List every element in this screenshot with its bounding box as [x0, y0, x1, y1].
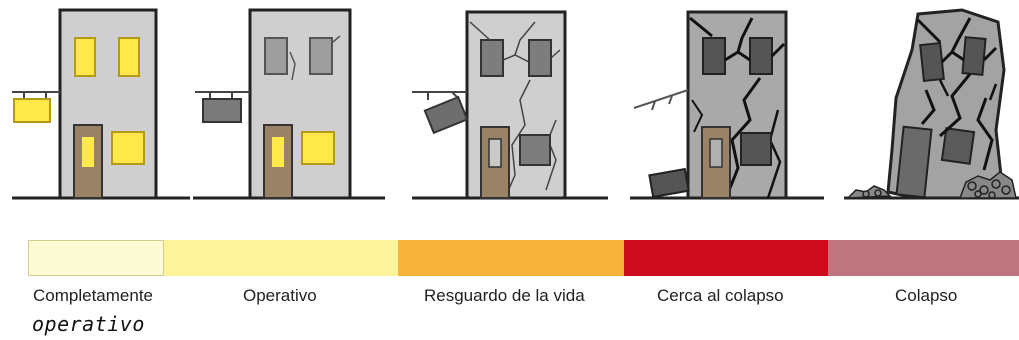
level-label-life-safety: Resguardo de la vida	[424, 286, 585, 305]
building-operational	[195, 8, 352, 200]
window	[519, 134, 551, 166]
level-label-fully-operational-line2: operativo	[32, 312, 145, 336]
building-fully-operational	[12, 8, 158, 200]
window	[919, 41, 945, 83]
window	[480, 39, 504, 77]
window	[264, 37, 288, 75]
door	[895, 125, 933, 199]
fallen-sign	[648, 167, 690, 199]
level-bar-collapse	[828, 240, 1019, 276]
hanging-sign	[13, 98, 51, 123]
level-label-fully-operational: Completamente	[33, 286, 154, 305]
door-window	[272, 137, 284, 167]
broken-sign-bracket	[633, 89, 689, 109]
hanging-sign	[202, 98, 242, 123]
door-window	[82, 137, 94, 167]
window	[940, 127, 976, 165]
window	[961, 36, 987, 76]
building-collapse	[846, 8, 1017, 200]
lit-window	[111, 131, 145, 165]
door-window	[709, 138, 723, 168]
hanging-sign	[423, 95, 469, 135]
crack	[689, 16, 786, 62]
crack	[504, 79, 531, 199]
crack	[920, 73, 994, 171]
building-near-collapse	[633, 10, 788, 200]
door	[73, 124, 103, 199]
crack	[724, 77, 762, 199]
crack	[916, 17, 998, 64]
building-damage-illustrations	[12, 8, 1019, 200]
lit-window	[118, 37, 140, 77]
level-bar-life-safety	[398, 240, 624, 276]
level-bar-near-collapse	[624, 240, 828, 276]
level-label-near-collapse: Cerca al colapso	[657, 286, 784, 305]
door-window	[488, 138, 502, 168]
building-life-safety	[412, 10, 567, 200]
window	[528, 39, 552, 77]
crack	[289, 51, 296, 81]
rubble	[846, 171, 1017, 199]
level-label-collapse: Colapso	[895, 286, 958, 305]
lit-window	[301, 131, 335, 165]
window	[702, 37, 726, 75]
window	[740, 132, 772, 166]
crack	[469, 21, 561, 63]
lit-window	[74, 37, 96, 77]
window	[309, 37, 333, 75]
level-label-operational: Operativo	[243, 286, 317, 305]
window	[749, 37, 773, 75]
level-bar-operational	[164, 240, 398, 276]
level-bar-fully-operational	[28, 240, 164, 276]
